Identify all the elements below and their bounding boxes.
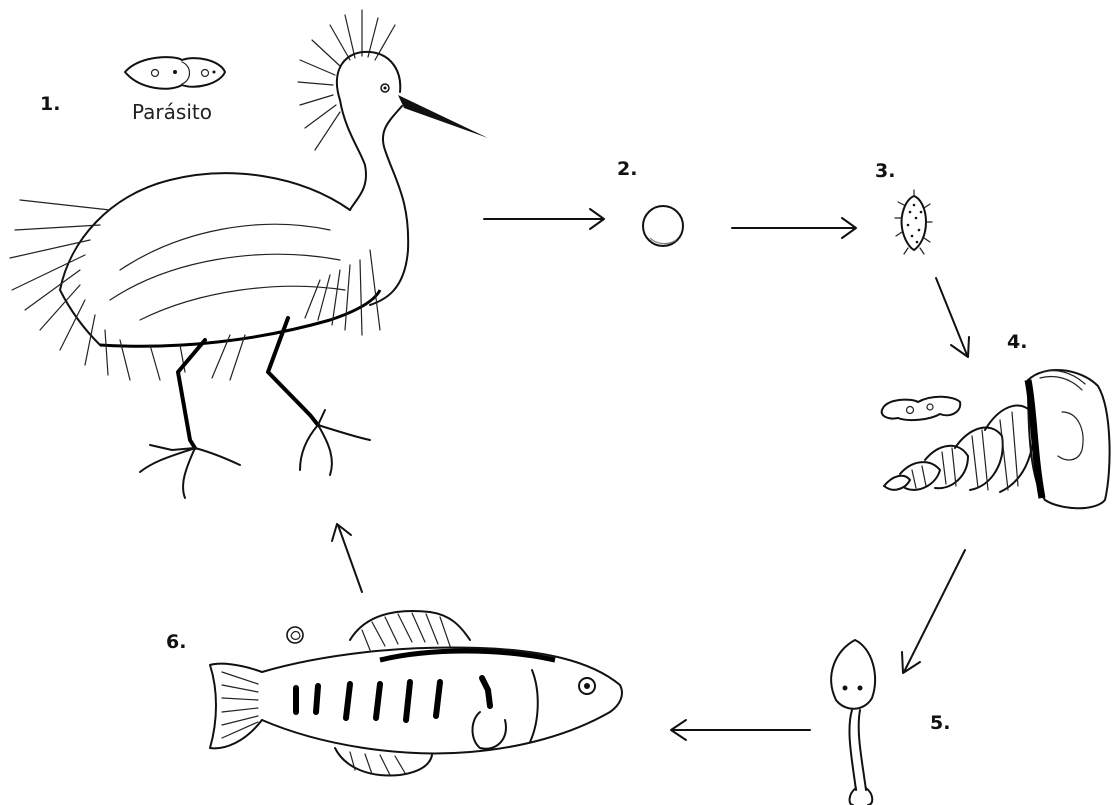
arrow-2-to-3 xyxy=(732,218,856,238)
egret-illustration xyxy=(10,10,488,498)
arrow-1-to-2 xyxy=(484,209,604,229)
step-number-3: 3. xyxy=(875,160,895,182)
step-number-6: 6. xyxy=(166,631,186,653)
egret-right-foot xyxy=(300,410,370,475)
cercaria-illustration xyxy=(831,640,875,805)
snail-illustration xyxy=(882,370,1110,508)
step-number-4: 4. xyxy=(1007,331,1027,353)
step-number-5: 5. xyxy=(930,712,950,734)
arrow-6-to-1 xyxy=(332,524,362,592)
step-number-2: 2. xyxy=(617,158,637,180)
miracidium-illustration xyxy=(895,190,932,254)
egret-left-foot xyxy=(140,445,240,498)
egg-illustration xyxy=(643,206,683,246)
parasite-label: Parásito xyxy=(132,100,212,124)
fish-illustration xyxy=(210,611,622,776)
egret-crest xyxy=(298,10,395,150)
metacercaria-icon xyxy=(287,627,303,643)
arrow-5-to-6 xyxy=(671,720,810,740)
parasite-icon xyxy=(125,57,225,89)
arrow-3-to-4 xyxy=(936,278,969,357)
egret-tail-plumes xyxy=(10,200,185,380)
step-number-1: 1. xyxy=(40,93,60,115)
arrow-4-to-5 xyxy=(902,550,965,673)
